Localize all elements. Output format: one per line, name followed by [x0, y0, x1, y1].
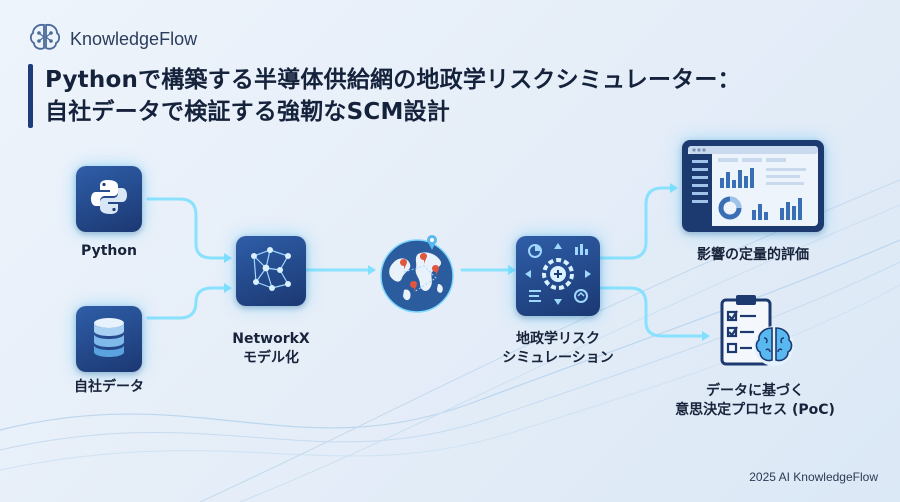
simulation-label: 地政学リスク シミュレーション: [488, 330, 628, 368]
database-icon: [89, 315, 129, 363]
networkx-label-line-1: NetworkX: [232, 331, 310, 347]
python-node: [76, 166, 142, 232]
simulation-gear-icon: [523, 241, 593, 311]
company-data-label: 自社データ: [74, 379, 144, 395]
decision-label: データに基づく 意思決定プロセス (PoC): [652, 382, 858, 420]
globe-node: [374, 232, 460, 318]
simulation-label-line-2: シミュレーション: [502, 350, 614, 366]
decision-label-line-1: データに基づく: [706, 383, 804, 399]
footer-credit: 2025 AI KnowledgeFlow: [749, 470, 878, 484]
page-title: Pythonで構築する半導体供給網の地政学リスクシミュレーター： 自社データで検…: [28, 64, 741, 128]
evaluation-node: [682, 140, 824, 232]
globe-icon: [374, 235, 460, 322]
python-label: Python: [81, 243, 137, 259]
networkx-label: NetworkX モデル化: [218, 330, 324, 368]
brand-name: KnowledgeFlow: [70, 28, 198, 49]
brand: KnowledgeFlow: [28, 22, 197, 56]
checklist-brain-icon: [712, 295, 798, 382]
python-icon: [88, 176, 130, 222]
decision-label-line-2: 意思決定プロセス (PoC): [675, 402, 835, 418]
title-line-2: 自社データで検証する強靭なSCM設計: [45, 99, 450, 125]
simulation-node: [516, 236, 600, 316]
dashboard-icon: [682, 146, 824, 236]
evaluation-label: 影響の定量的評価: [697, 247, 809, 263]
networkx-label-line-2: モデル化: [243, 350, 299, 366]
title-accent-bar: [28, 64, 33, 128]
networkx-node: [236, 236, 306, 306]
company-data-node: [76, 306, 142, 372]
brain-icon: [28, 22, 62, 56]
title-line-1: Pythonで構築する半導体供給網の地政学リスクシミュレーター：: [45, 67, 741, 93]
network-graph-icon: [244, 242, 298, 300]
decision-node: [712, 292, 798, 378]
simulation-label-line-1: 地政学リスク: [516, 331, 600, 347]
